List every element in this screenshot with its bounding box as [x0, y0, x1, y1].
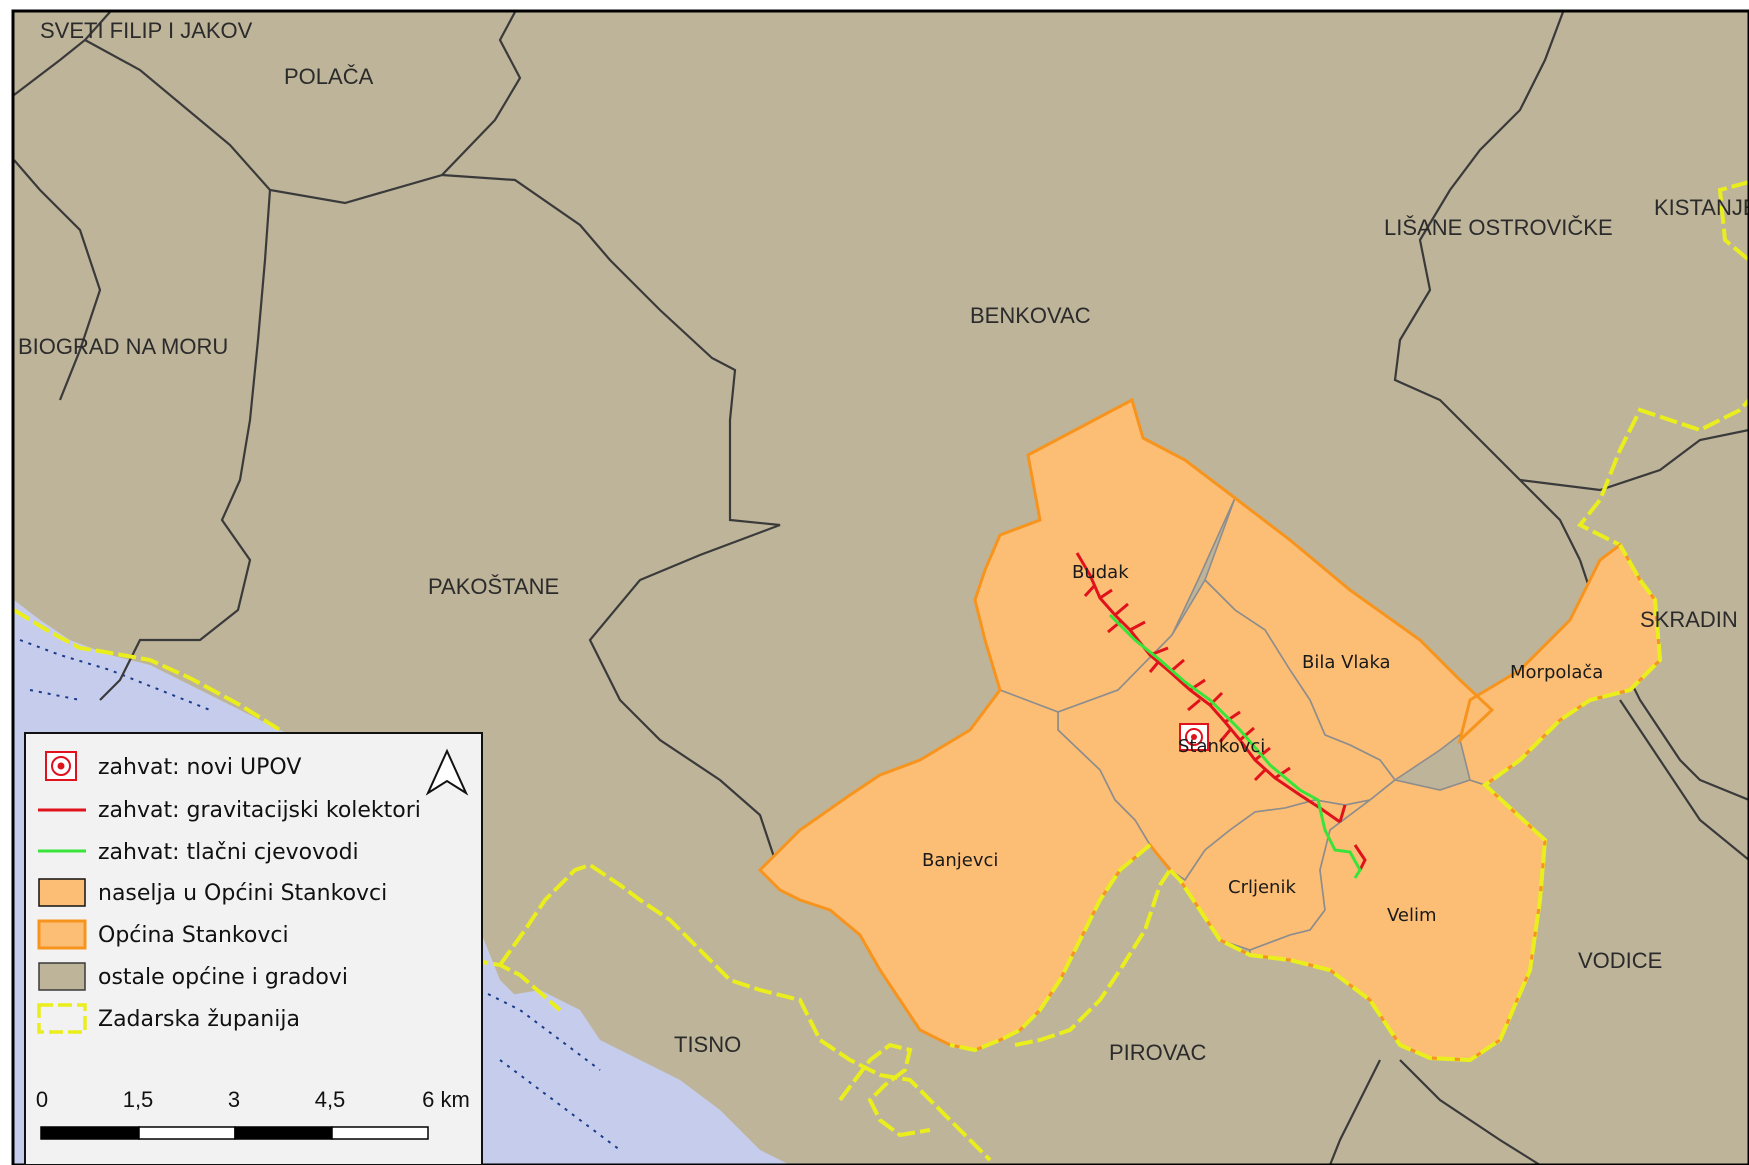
stankovci-settlements [758, 398, 1661, 1061]
map-frame [11, 9, 1749, 1165]
orange-fill-symbol [38, 878, 86, 907]
legend-label-other: ostale općine i gradovi [98, 965, 348, 990]
scale-segment-2 [138, 1126, 236, 1140]
legend-item-upov: zahvat: novi UPOV [45, 751, 301, 781]
label-tisno: TISNO [674, 1032, 741, 1057]
label-velim: Velim [1387, 905, 1437, 926]
label-budak: Budak [1072, 562, 1129, 583]
label-benkovac: BENKOVAC [970, 303, 1091, 328]
label-kistanje: KISTANJE [1654, 195, 1749, 220]
pressure-pipelines [1108, 613, 1362, 879]
legend-label-municipality: Općina Stankovci [98, 923, 289, 948]
legend-label-pressure: zahvat: tlačni cjevovodi [98, 840, 359, 865]
label-stankovci: Stankovci [1178, 736, 1265, 757]
legend-item-pressure: zahvat: tlačni cjevovodi [38, 840, 359, 865]
settlement-labels: Budak Bila Vlaka Morpolača Stankovci Ban… [922, 562, 1603, 926]
legend-item-municipality: Općina Stankovci [37, 919, 289, 950]
legend-item-gravity: zahvat: gravitacijski kolektori [38, 798, 421, 823]
scale-segment-3 [234, 1126, 333, 1140]
label-skradin: SKRADIN [1640, 607, 1738, 632]
label-polaca: POLAČA [284, 64, 374, 89]
label-banjevci: Banjevci [922, 850, 998, 871]
scale-bar: 0 1,5 3 4,5 6 km [36, 1087, 470, 1140]
north-arrow-icon [425, 748, 469, 796]
scale-label-2: 3 [228, 1087, 240, 1112]
legend-label-settlements: naselja u Općini Stankovci [98, 881, 387, 906]
scale-segment-1 [40, 1126, 140, 1140]
legend-item-settlements: naselja u Općini Stankovci [38, 878, 387, 907]
county-border-stankovci [949, 544, 1663, 1063]
orange-outline-symbol [37, 919, 87, 950]
legend-item-other: ostale općine i gradovi [38, 962, 348, 991]
upov-icon [45, 751, 77, 781]
label-vodice: VODICE [1578, 948, 1662, 973]
legend-label-county: Zadarska županija [98, 1007, 300, 1032]
label-pirovac: PIROVAC [1109, 1040, 1207, 1065]
label-sveti-filip-i-jakov: SVETI FILIP I JAKOV [40, 18, 253, 43]
label-crljenik: Crljenik [1228, 877, 1296, 898]
yellow-dashed-symbol [37, 1003, 87, 1034]
scale-label-0: 0 [36, 1087, 48, 1112]
grey-fill-symbol [38, 962, 86, 991]
scale-label-4: 6 km [422, 1087, 470, 1112]
label-lisane-ostrovicke: LIŠANE OSTROVIČKE [1384, 215, 1613, 240]
scale-label-3: 4,5 [315, 1087, 346, 1112]
scale-segment-4 [331, 1126, 429, 1140]
legend-label-gravity: zahvat: gravitacijski kolektori [98, 798, 421, 823]
label-biograd-na-moru: BIOGRAD NA MORU [18, 334, 228, 359]
label-bila-vlaka: Bila Vlaka [1302, 652, 1391, 673]
legend-label-upov: zahvat: novi UPOV [98, 755, 301, 780]
legend-item-county: Zadarska županija [37, 1003, 300, 1034]
upov-marker [1179, 723, 1209, 751]
municipality-labels: SVETI FILIP I JAKOV POLAČA BIOGRAD NA MO… [18, 18, 1749, 1065]
label-morpolaca: Morpolača [1510, 662, 1603, 683]
label-pakostane: PAKOŠTANE [428, 574, 559, 599]
legend-panel: zahvat: novi UPOV zahvat: gravitacijski … [24, 732, 483, 1165]
scale-label-1: 1,5 [123, 1087, 154, 1112]
